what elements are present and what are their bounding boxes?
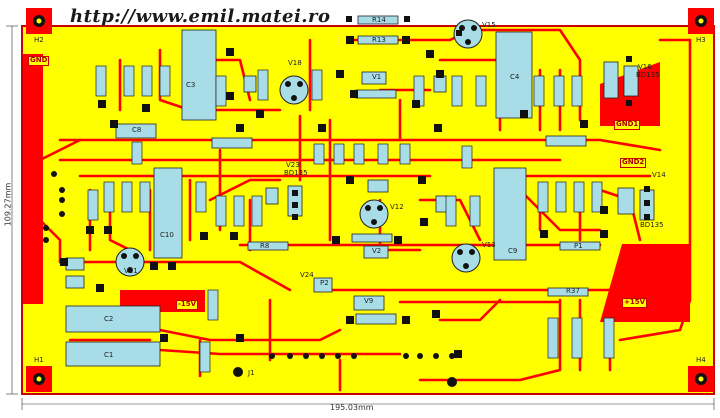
label-c9: C9 bbox=[508, 247, 518, 255]
res-c7 bbox=[65, 257, 85, 271]
gnd-label: GND bbox=[28, 56, 50, 66]
label-r7: R8 bbox=[260, 242, 270, 250]
plus15v-label: +15V bbox=[622, 298, 648, 308]
gnd1-label: GND1 bbox=[614, 120, 641, 130]
corner-label-h4: H4 bbox=[696, 356, 706, 364]
source-url[interactable]: http://www.emil.matei.ro bbox=[70, 6, 331, 27]
label-r14: R14 bbox=[372, 16, 386, 24]
label-c3: C3 bbox=[186, 81, 196, 89]
components bbox=[65, 15, 635, 367]
label-v9: V9 bbox=[364, 297, 374, 305]
res-r1 bbox=[211, 137, 253, 149]
label-c4: C4 bbox=[510, 73, 520, 81]
label-v15: V15 bbox=[482, 21, 496, 29]
cap-c8 bbox=[115, 123, 157, 139]
ic-c9 bbox=[493, 167, 527, 261]
label-v24: V24 bbox=[300, 271, 314, 279]
transistors bbox=[115, 19, 483, 277]
res-v1 bbox=[361, 71, 387, 85]
mount-hole bbox=[26, 366, 52, 392]
pot-p1 bbox=[367, 179, 389, 193]
label-v14: V14 bbox=[652, 171, 666, 179]
label-v13: V13 bbox=[482, 241, 496, 249]
res-r9 bbox=[603, 61, 619, 99]
ic-c4 bbox=[495, 31, 533, 119]
res-c6 bbox=[65, 275, 85, 289]
resistor-arrays bbox=[87, 65, 615, 373]
res-v11 bbox=[433, 75, 447, 93]
pads bbox=[60, 16, 650, 358]
label-v16-type: BD135 bbox=[636, 71, 660, 79]
label-v2: V2 bbox=[372, 247, 382, 255]
label-c8: C8 bbox=[132, 126, 142, 134]
label-c2: C2 bbox=[104, 315, 114, 323]
transistor-v21 bbox=[115, 247, 145, 277]
label-c10: C10 bbox=[160, 231, 174, 239]
mount-hole bbox=[26, 8, 52, 34]
cap-c1 bbox=[65, 341, 161, 367]
label-r22: R37 bbox=[566, 287, 580, 295]
label-v14-type: BD135 bbox=[640, 221, 664, 229]
label-v1: V1 bbox=[372, 73, 382, 81]
res-r22 bbox=[547, 287, 589, 297]
ic-c3 bbox=[181, 29, 217, 121]
transistor-v12 bbox=[359, 199, 389, 229]
transistor-v13 bbox=[451, 243, 481, 273]
r-r14 bbox=[357, 15, 399, 25]
corner-label-h3: H3 bbox=[696, 36, 706, 44]
transistor-v16 bbox=[623, 65, 639, 97]
res-r7 bbox=[247, 241, 289, 251]
res-r8 bbox=[355, 313, 397, 325]
corner-label-h1: H1 bbox=[34, 356, 44, 364]
res-v3 bbox=[243, 75, 257, 93]
label-v23-type: BD135 bbox=[284, 169, 308, 177]
width-dimension: 195.03mm bbox=[330, 403, 374, 412]
label-r13: R13 bbox=[372, 36, 386, 44]
label-j1: J1 bbox=[248, 369, 255, 377]
transistor-v15 bbox=[453, 19, 483, 49]
transistor-v18 bbox=[279, 75, 309, 105]
minus15v-label: -15V bbox=[176, 300, 199, 310]
label-v12: V12 bbox=[390, 203, 404, 211]
label-v18: V18 bbox=[288, 59, 302, 67]
pad-row bbox=[43, 171, 457, 387]
pot-p2 bbox=[313, 277, 333, 293]
label-v21: V21 bbox=[124, 267, 138, 275]
res-v9 bbox=[353, 295, 385, 311]
res-r10 bbox=[617, 187, 635, 215]
mount-hole bbox=[688, 366, 714, 392]
label-v16: V16 bbox=[638, 63, 652, 71]
label-c1: C1 bbox=[104, 351, 114, 359]
corner-label-h2: H2 bbox=[34, 36, 44, 44]
label-p1: P1 bbox=[574, 242, 583, 250]
res-r4 bbox=[351, 233, 393, 243]
mount-hole bbox=[688, 8, 714, 34]
res-r2 bbox=[355, 89, 397, 99]
ic-c10 bbox=[153, 167, 183, 259]
cap-c2 bbox=[65, 305, 161, 333]
res-v22 bbox=[265, 187, 279, 205]
res-r5 bbox=[545, 135, 587, 147]
r-r13 bbox=[357, 35, 399, 45]
res-r6 bbox=[559, 241, 601, 251]
label-p2: P2 bbox=[320, 279, 329, 287]
gnd2-label: GND2 bbox=[620, 158, 647, 168]
label-v23: V23 bbox=[286, 161, 300, 169]
gnd-pour-left bbox=[23, 54, 43, 304]
dimension-lines bbox=[6, 25, 715, 410]
height-dimension: 109.27mm bbox=[3, 182, 13, 227]
res-v2 bbox=[363, 245, 389, 259]
